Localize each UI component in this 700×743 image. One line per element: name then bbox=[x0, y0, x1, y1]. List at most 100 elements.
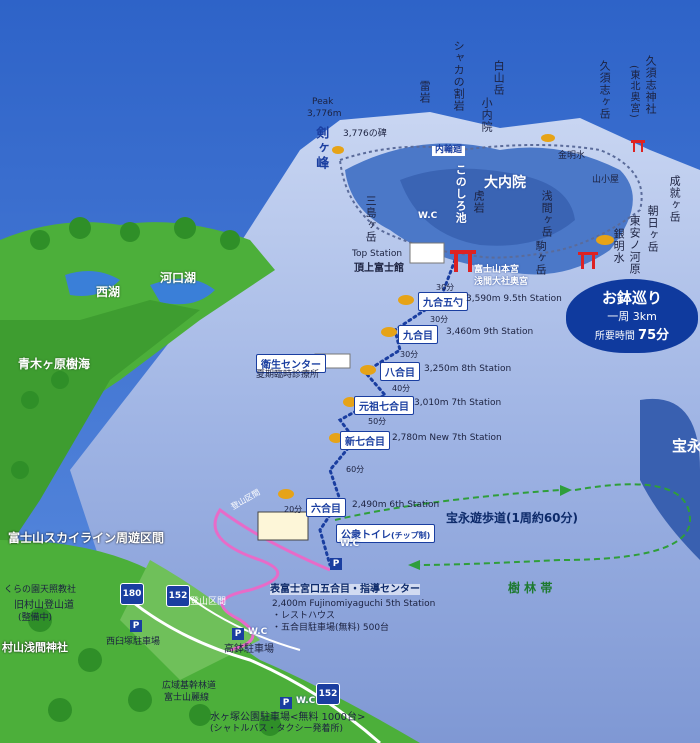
route-152-badge-lower: 152 bbox=[316, 683, 340, 705]
hut-markers bbox=[278, 134, 614, 499]
hakusan-label: 白山岳 bbox=[492, 60, 506, 96]
mizugatsuka-note: (シャトルバス・タクシー発着所) bbox=[210, 724, 344, 734]
duration-4: 40分 bbox=[392, 384, 411, 393]
road-secondary bbox=[179, 589, 301, 651]
skyline-road bbox=[213, 507, 331, 652]
sekemba-label: 成就ヶ岳 bbox=[668, 175, 682, 223]
station-6-desc: 2,490m 6th Station bbox=[352, 500, 440, 510]
fifth-station-title: 表富士宮口五合目・指導センター bbox=[270, 584, 420, 595]
aokigahara-label: 青木ヶ原樹海 bbox=[18, 357, 91, 371]
station-8: 八合目 bbox=[380, 362, 420, 381]
duration-2: 30分 bbox=[430, 315, 449, 324]
crater-name-label: 大内院 bbox=[484, 175, 526, 191]
kusushi-label: 久須志ヶ岳 bbox=[598, 60, 612, 120]
monument-label: 3,776の碑 bbox=[343, 129, 387, 139]
sengen-label: 浅間ヶ岳 bbox=[540, 190, 554, 238]
station-9-desc: 3,460m 9th Station bbox=[446, 327, 534, 337]
asahi-label: 朝日ヶ岳 bbox=[646, 205, 660, 253]
takabachi-wc-label: W.C bbox=[248, 627, 268, 637]
kusushi-shrine-label: 久須志神社 bbox=[644, 55, 658, 115]
station-7-desc: 3,010m 7th Station bbox=[414, 398, 502, 408]
shrine-name-2: 浅間大社奥宮 bbox=[474, 277, 529, 287]
torii-summit-icon bbox=[450, 250, 476, 272]
kengamine-label: 剣ヶ峰 bbox=[313, 126, 329, 171]
inner-trail-label: 内輪廻 bbox=[432, 145, 466, 156]
top-hut-icon bbox=[409, 242, 445, 264]
fifth-station-line2: ・レストハウス bbox=[272, 611, 336, 621]
torii-north-icon bbox=[631, 140, 645, 152]
station-7: 元祖七合目 bbox=[354, 396, 414, 415]
peak-altitude: 3,776m bbox=[307, 109, 342, 119]
medical-center-label: 衛生センター bbox=[256, 354, 326, 373]
raigan-label: 雷岩 bbox=[418, 80, 432, 104]
parking-icon-nishi: P bbox=[130, 620, 142, 632]
hoei-crater bbox=[640, 398, 700, 560]
kusushi-note-label: (東北奥宮) bbox=[628, 65, 639, 119]
toilet-text: 公衆トイレ bbox=[341, 530, 391, 541]
toilet-wc-label: W.C bbox=[340, 539, 360, 549]
kurano-label: くらの園 bbox=[4, 585, 41, 595]
shrine-name-1: 富士山本宮 bbox=[474, 265, 520, 275]
mishima-label: 三島ヶ岳 bbox=[364, 195, 378, 243]
nishi-usu-label: 西臼塚駐車場 bbox=[106, 637, 161, 647]
takabachi-label: 高鉢駐車場 bbox=[224, 644, 274, 655]
ohachi-title: お鉢巡り bbox=[601, 289, 662, 307]
mizugatsuka-wc-label: W.C bbox=[296, 696, 316, 706]
tree-dots bbox=[11, 217, 281, 736]
top-station-label: Top Station bbox=[352, 249, 403, 259]
konaiin-label: 小内院 bbox=[480, 97, 494, 133]
koma-label: 駒ヶ岳 bbox=[534, 240, 548, 276]
ohachi-callout: お鉢巡り 一周 3km 所要時間 75分 bbox=[566, 279, 698, 353]
duration-6: 60分 bbox=[346, 465, 365, 474]
torai-label: 虎岩 bbox=[472, 190, 486, 214]
hoei-trail-label: 宝永遊歩道(1周約60分) bbox=[446, 511, 579, 525]
hoei-trail-lower bbox=[419, 559, 561, 566]
lake-nishiko bbox=[65, 271, 120, 296]
forest-light bbox=[120, 560, 260, 680]
yamagoya-label: 山小屋 bbox=[592, 175, 620, 185]
ohachi-time-label: 所要時間 bbox=[594, 331, 635, 342]
hoei-label: 宝永 bbox=[672, 437, 700, 455]
skyline-label: 富士山スカイライン周遊区間 bbox=[8, 531, 165, 545]
parking-icon-mizugatsuka: P bbox=[280, 697, 292, 709]
station-new-7: 新七合目 bbox=[340, 431, 390, 450]
public-toilet-label: 公衆トイレ(チップ制) bbox=[336, 524, 436, 543]
konoshiro-label: このしろ池 bbox=[454, 164, 468, 224]
station-new-7-desc: 2,780m New 7th Station bbox=[392, 433, 502, 443]
duration-7: 20分 bbox=[284, 505, 303, 514]
tenshou-label: 天照教社 bbox=[40, 585, 77, 595]
ginmeisui-label: 銀明水 bbox=[612, 228, 626, 264]
torii-east-icon bbox=[578, 252, 598, 269]
koiki-label-1: 広域基幹林道 bbox=[162, 681, 217, 691]
koiki-label-2: 富士山麗線 bbox=[164, 693, 210, 703]
summit-wc-label: W.C bbox=[418, 211, 438, 221]
shaka-label: シャカの割岩 bbox=[452, 40, 466, 112]
forest-aokigahara bbox=[0, 300, 200, 560]
peak-label: Peak bbox=[312, 97, 334, 107]
murayama-shrine-label: 村山浅間神社 bbox=[2, 641, 68, 654]
duration-3: 30分 bbox=[400, 350, 419, 359]
murayama-note-label: (整備中) bbox=[18, 613, 53, 623]
duration-5: 50分 bbox=[368, 417, 387, 426]
hoei-trail-upper bbox=[334, 489, 561, 521]
tozan-label: 登山区間 bbox=[190, 597, 227, 607]
duration-1: 30分 bbox=[436, 283, 455, 292]
kinmeisui-label: 金明水 bbox=[558, 151, 586, 161]
hoei-arrow-right bbox=[560, 485, 572, 496]
mizugatsuka-label: 水ヶ塚公園駐車場<無料 1000台> bbox=[210, 712, 366, 723]
station-8-desc: 3,250m 8th Station bbox=[424, 364, 512, 374]
parking-icon-takabachi: P bbox=[232, 628, 244, 640]
top-building-label: 頂上富士館 bbox=[354, 263, 404, 274]
kawaguchiko-label: 河口湖 bbox=[160, 271, 197, 285]
hoei-trail-loop bbox=[559, 483, 692, 561]
fifth-station-building-icon bbox=[257, 511, 309, 541]
ohachi-distance: 一周 3km bbox=[607, 310, 657, 323]
fifth-station-line3: ・五合目駐車場(無料) 500台 bbox=[272, 623, 390, 633]
station-9-5: 九合五勺 bbox=[418, 292, 468, 311]
murayama-trail-label: 旧村山登山道 bbox=[14, 600, 74, 611]
toilet-note: (チップ制) bbox=[391, 531, 431, 540]
route-180-badge: 180 bbox=[120, 583, 144, 605]
medical-center-subtitle: 夏期臨時診療所 bbox=[256, 370, 320, 380]
